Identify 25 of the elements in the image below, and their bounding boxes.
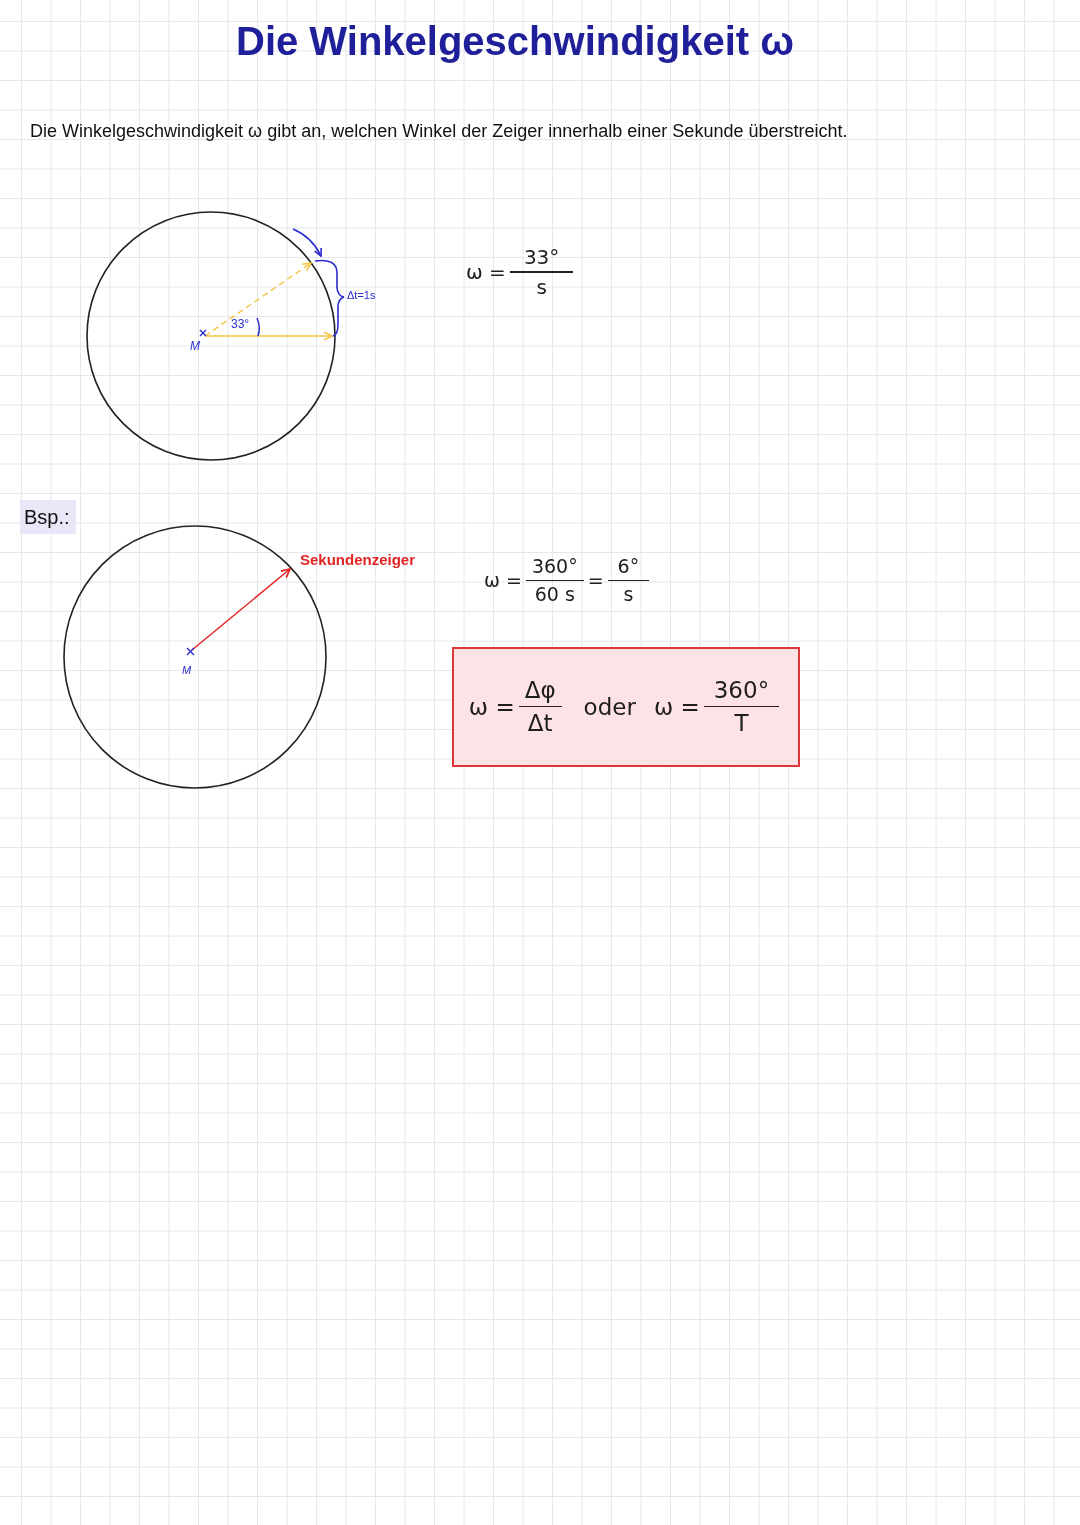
formula-text: ω = [468,693,515,721]
formula-box [452,647,800,767]
numerator: Δφ [524,677,556,704]
page-title: Die Winkelgeschwindigkeit ω [236,18,794,64]
denominator: T [734,710,749,737]
example-heading: Bsp.: [20,500,76,534]
intro-sentence: Die Winkelgeschwindigkeit ω gibt an, welchen Winkel der Zeiger innerhalb einer Sekunde überstreicht. [30,121,848,142]
formula-text: ω = [653,693,700,721]
or-text: oder [583,693,636,721]
hand-label: Sekundenzeiger [300,551,416,569]
point-label: M [190,340,200,354]
numerator: 360° [531,556,578,578]
formula-text: = [587,570,604,593]
formula-text: ω = [466,260,506,284]
numerator: 33° [523,246,560,269]
denominator: s [536,275,547,299]
numerator: 6° [617,556,640,578]
denominator: Δt [527,710,553,737]
point-label: M [182,664,192,677]
time-label: Δt=1s [347,289,376,302]
denominator: 60 s [534,584,575,607]
numerator: 360° [713,677,770,704]
formula-text: ω = [484,570,522,593]
angle-label: 33° [231,318,250,332]
denominator: s [623,584,634,607]
